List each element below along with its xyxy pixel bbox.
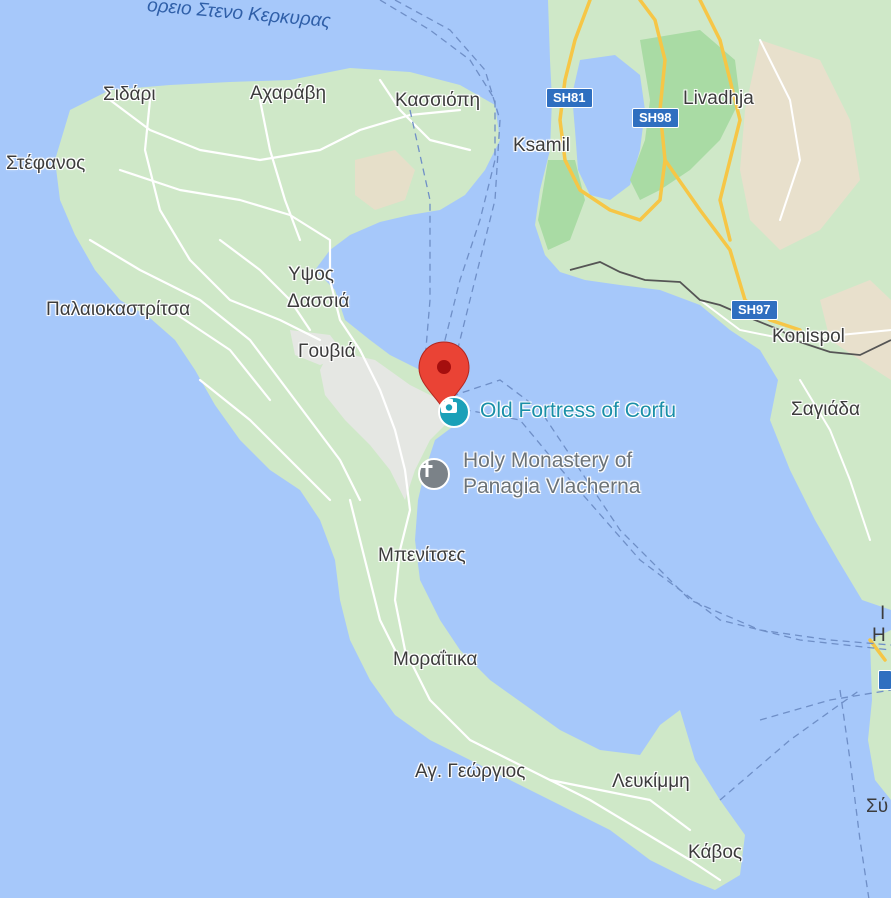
place-label-kavos[interactable]: Κάβος — [688, 842, 743, 863]
pantokrator-hills — [355, 150, 415, 210]
ferry-routes — [379, 0, 891, 906]
place-label-lefkimmi[interactable]: Λευκίμμη — [612, 771, 690, 792]
mainland-park-area — [630, 30, 740, 200]
place-label-stefanos[interactable]: Στέφανος — [6, 153, 86, 174]
place-label-moraitika[interactable]: Μοραΐτικα — [393, 649, 478, 670]
mainland-hills-2 — [820, 280, 891, 380]
place-label-sidari[interactable]: Σιδάρι — [103, 84, 156, 105]
place-label-gouvia[interactable]: Γουβιά — [298, 341, 356, 362]
cross-icon[interactable] — [418, 458, 450, 490]
road-shield-sh98: SH98 — [632, 108, 679, 128]
corfu-roads — [88, 78, 722, 882]
place-label-konispol[interactable]: Konispol — [772, 326, 845, 347]
place-label-ksamil[interactable]: Ksamil — [513, 135, 571, 156]
place-label-livadhja[interactable]: Livadhja — [683, 88, 754, 109]
camera-icon[interactable] — [438, 396, 470, 428]
bottom-strip — [0, 898, 891, 906]
country-border — [569, 261, 891, 356]
camera-glyph — [441, 399, 457, 413]
place-label-acharavi[interactable]: Αχαράβη — [250, 83, 327, 104]
poi-label-old-fortress[interactable]: Old Fortress of Corfu — [480, 399, 677, 422]
place-label-sagiada[interactable]: Σαγιάδα — [791, 399, 860, 420]
edge-label-fragment: Η — [872, 625, 886, 646]
mainland-roads — [699, 39, 891, 541]
road-shield-sh81: SH81 — [546, 88, 593, 108]
mainland-highways — [558, 0, 887, 662]
edge-label-fragment: I — [880, 603, 886, 624]
place-label-dassia[interactable]: Δασσιά — [287, 291, 350, 312]
place-label-palaiokastritsa[interactable]: Παλαιοκαστρίτσα — [46, 299, 191, 320]
corfu-town — [320, 350, 450, 500]
poi-label-monastery-line-1[interactable]: Holy Monastery of — [463, 449, 633, 472]
mainland-park-area-2 — [538, 160, 585, 250]
mainland-hills — [740, 40, 860, 250]
gouvia-urban — [290, 330, 345, 365]
road-shield-sh97: SH97 — [731, 300, 778, 320]
poi-label-monastery-line-2[interactable]: Panagia Vlacherna — [463, 475, 641, 498]
place-label-ag-georgios[interactable]: Αγ. Γεώργιος — [415, 761, 526, 782]
place-label-ypsos[interactable]: Υψος — [288, 264, 334, 285]
place-label-kassiopi[interactable]: Κασσιόπη — [395, 90, 481, 111]
road-shield-fragment — [878, 670, 891, 690]
place-label-benitses[interactable]: Μπενίτσες — [378, 545, 466, 566]
edge-label-fragment: Σύ — [866, 796, 889, 817]
cross-glyph — [421, 461, 433, 477]
